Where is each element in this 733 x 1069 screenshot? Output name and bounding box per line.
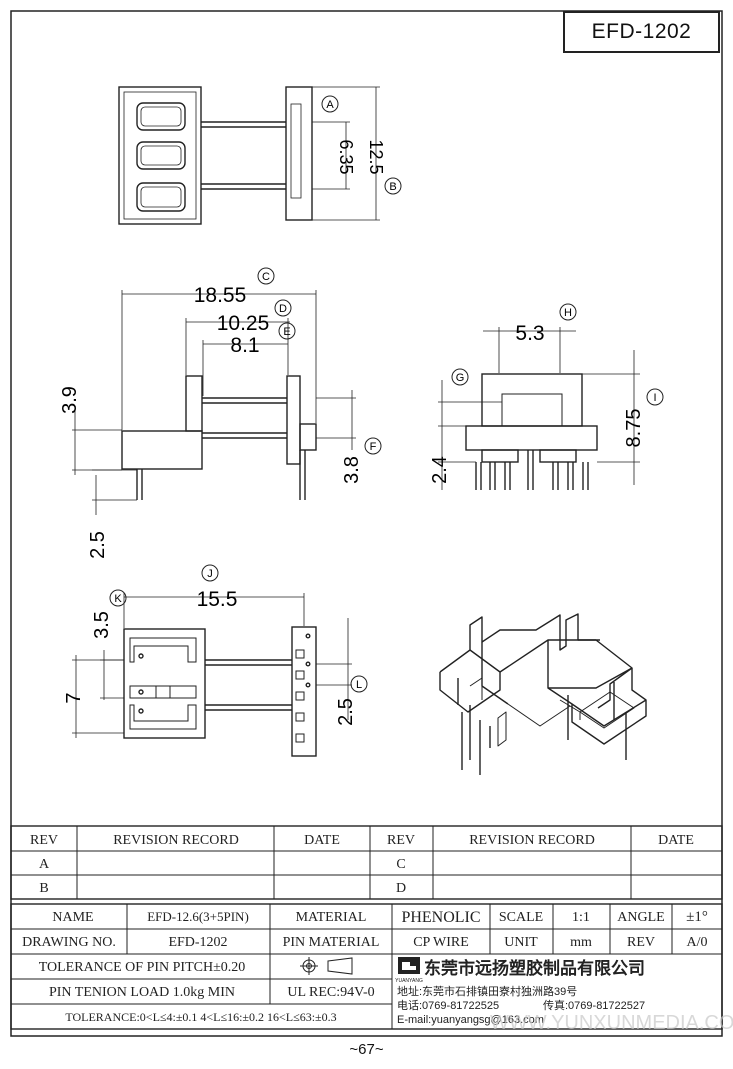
revision-table [10,825,723,900]
drawing-title: EFD-1202 [563,11,720,53]
pin-material-value: CP WIRE [413,935,469,950]
ul-rec: UL REC:94V-0 [287,985,374,1000]
drawing-no-value: EFD-1202 [168,935,227,950]
callout-A: A [321,95,339,113]
dim-3-5: 3.5 [91,611,113,639]
callout-H: H [559,303,577,321]
svg-text:I: I [653,392,656,404]
callout-E: E [278,322,296,340]
callout-J: J [201,564,219,582]
rev-row-b: B [39,881,48,896]
rev-row-a: A [39,857,50,872]
dim-2-5-pitch: 2.5 [335,698,357,726]
rev-value: A/0 [687,935,708,950]
callout-G: G [451,368,469,386]
rev-header-right: REV [387,833,415,848]
callout-F: F [364,437,382,455]
company-address: 地址:东莞市石排镇田寮村独洲路39号 [397,984,577,998]
callout-L: L [350,675,368,693]
svg-text:A: A [326,99,334,111]
dim-5-3: 5.3 [515,322,544,345]
callout-C: C [257,267,275,285]
callout-B: B [384,177,402,195]
record-header-left: REVISION RECORD [113,833,239,848]
unit-value: mm [570,935,592,950]
rev-row-d: D [396,881,406,896]
dim-3-8: 3.8 [341,456,363,484]
svg-text:L: L [356,679,362,691]
name-label: NAME [52,910,93,925]
pin-material-label: PIN MATERIAL [283,935,380,950]
angle-value: ±1° [686,909,708,925]
front-view [438,327,640,490]
date-header-right: DATE [658,833,694,848]
svg-text:E: E [283,326,290,338]
tolerance-ranges: TOLERANCE:0<L≤4:±0.1 4<L≤16:±0.2 16<L≤63… [65,1010,336,1024]
drawing-no-label: DRAWING NO. [22,935,116,950]
company-email: E-mail:yuanyangsg@163.com [397,1014,544,1026]
material-label: MATERIAL [296,910,367,925]
side-view [72,290,356,515]
tolerance-pitch: TOLERANCE OF PIN PITCH±0.20 [39,960,246,975]
dim-10-25: 10.25 [217,312,270,335]
dim-8-75: 8.75 [623,409,645,448]
svg-text:K: K [114,593,122,605]
svg-text:J: J [207,568,213,580]
svg-text:F: F [370,441,377,453]
dim-8-1: 8.1 [230,334,259,357]
svg-text:D: D [279,303,287,315]
dim-2-4: 2.4 [429,456,451,484]
name-value: EFD-12.6(3+5PIN) [147,909,249,924]
dim-15-5: 15.5 [197,588,238,611]
record-header-right: REVISION RECORD [469,833,595,848]
rev-header-left: REV [30,833,58,848]
scale-label: SCALE [499,910,543,925]
company-fax: 传真:0769-81722527 [543,998,645,1012]
dim-7: 7 [63,692,85,703]
top-view [118,86,380,225]
sheet-border [10,10,723,1037]
callout-I: I [646,388,664,406]
svg-text:C: C [262,271,270,283]
projection-symbol-icon [300,957,353,975]
unit-label: UNIT [504,935,538,950]
callout-D: D [274,299,292,317]
company-name: 东莞市远扬塑胶制品有限公司 [424,958,645,978]
scale-value: 1:1 [572,910,590,925]
company-phone: 电话:0769-81722525 [397,999,499,1012]
svg-text:H: H [564,307,572,319]
angle-label: ANGLE [617,910,664,925]
svg-text:YUANYANG: YUANYANG [395,978,423,984]
page-number: ~67~ [349,1041,384,1058]
dim-12-5: 12.5 [366,139,386,174]
title-block [10,903,723,1030]
svg-text:G: G [456,372,465,384]
pin-tension: PIN TENION LOAD 1.0kg MIN [49,985,235,1000]
rev-row-c: C [396,857,405,872]
material-value: PHENOLIC [401,909,480,926]
dim-2-5-pin: 2.5 [87,531,109,559]
rev-label: REV [627,935,655,950]
date-header-left: DATE [304,833,340,848]
company-logo-icon: YUANYANG [395,957,423,984]
dim-18-55: 18.55 [194,284,247,307]
callout-K: K [109,589,127,607]
isometric-view [439,613,647,775]
svg-text:B: B [389,181,396,193]
dim-3-9: 3.9 [59,386,81,414]
bottom-view [72,593,352,757]
dim-6-35: 6.35 [336,139,356,174]
watermark-text: WWW.YUNXUNMEDIA.COM [490,1012,733,1034]
